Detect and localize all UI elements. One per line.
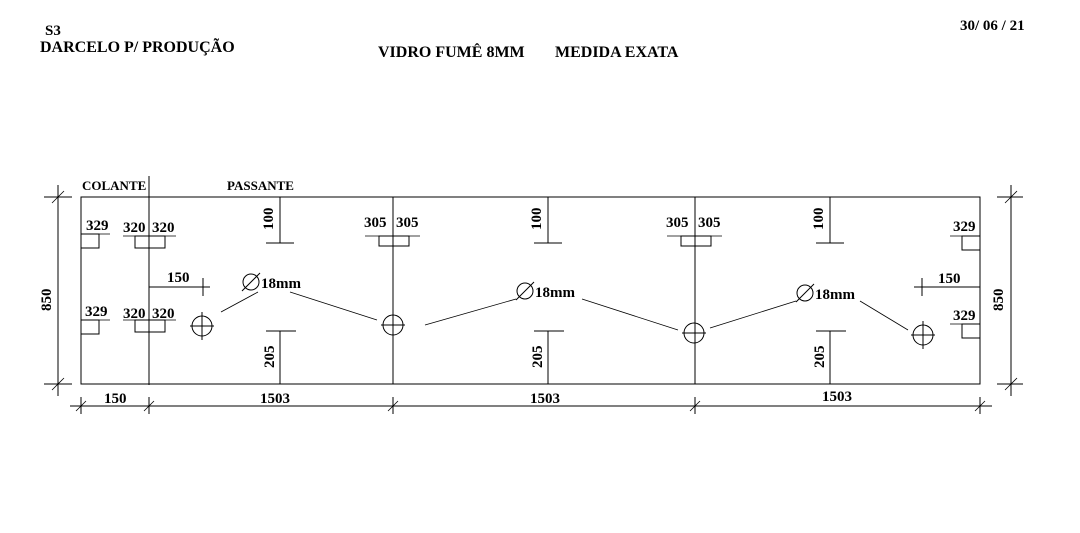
height-dimension-left [44, 185, 72, 396]
label-colante: COLANTE [82, 178, 146, 193]
dim-150-right: 150 [938, 271, 961, 287]
dim-marker-205 [266, 330, 296, 384]
height-label-left: 850 [39, 289, 55, 312]
dim-100: 100 [529, 208, 545, 231]
dim-150-left: 150 [167, 270, 190, 286]
dim-320: 320 [152, 306, 175, 322]
hinge-cutout-top-right [961, 235, 981, 251]
dim-100: 100 [811, 208, 827, 231]
hole-diameter-label: 18mm [815, 287, 855, 303]
glass-panel-outline [80, 196, 981, 385]
client-name: DARCELO P/ PRODUÇÃO [40, 37, 235, 56]
hole-leader-lines [220, 291, 909, 331]
dim-320: 320 [123, 220, 146, 236]
offset-marker-right [914, 278, 980, 296]
hinge-cutout-divider [680, 235, 712, 247]
offset-marker-left [149, 278, 210, 296]
dim-320: 320 [152, 220, 175, 236]
hinge-cutout-bottom-right [961, 323, 981, 339]
drawing-code: S3 [45, 23, 61, 39]
dim-marker-100 [534, 197, 562, 244]
hole-18mm [190, 312, 214, 340]
dim-320: 320 [123, 306, 146, 322]
bottom-dim-150: 150 [104, 391, 127, 407]
dim-205: 205 [262, 346, 278, 369]
bottom-dim-1503: 1503 [822, 389, 852, 405]
hole-diameter-label: 18mm [261, 276, 301, 292]
hole-18mm [682, 322, 706, 344]
diameter-symbol-icon [795, 283, 815, 303]
dim-305: 305 [396, 215, 419, 231]
dim-100: 100 [261, 208, 277, 231]
hinge-cutout-top-left [80, 233, 100, 249]
dim-marker-205 [534, 330, 564, 384]
bottom-dimension-chain [70, 397, 992, 414]
diameter-symbol-icon [241, 272, 261, 292]
diameter-symbol-icon [515, 281, 535, 301]
dim-329-bottom-left: 329 [85, 304, 108, 320]
hole-18mm [911, 321, 935, 349]
dim-205: 205 [530, 346, 546, 369]
dim-305: 305 [698, 215, 721, 231]
dim-329-top-left: 329 [86, 218, 109, 234]
bottom-dim-1503: 1503 [530, 391, 560, 407]
material-title: VIDRO FUMÊ 8MM [378, 42, 525, 61]
drawing-date: 30/ 06 / 21 [960, 18, 1025, 34]
hinge-cutout-divider-top [134, 235, 166, 249]
hinge-cutout-bottom-left [80, 319, 100, 335]
dim-205: 205 [812, 346, 828, 369]
dim-305: 305 [666, 215, 689, 231]
height-label-right: 850 [991, 289, 1007, 312]
dim-marker-205 [816, 330, 846, 384]
dim-329-bottom-right: 329 [953, 308, 976, 324]
label-passante: PASSANTE [227, 178, 294, 193]
dim-305: 305 [364, 215, 387, 231]
dim-marker-100 [266, 197, 294, 244]
hinge-cutout-divider [378, 235, 410, 247]
height-dimension-right [997, 185, 1023, 396]
hole-diameter-label: 18mm [535, 285, 575, 301]
bottom-dim-1503: 1503 [260, 391, 290, 407]
measure-note: MEDIDA EXATA [555, 44, 679, 61]
dim-marker-100 [816, 197, 844, 244]
dim-329-top-right: 329 [953, 219, 976, 235]
hole-18mm [381, 314, 405, 336]
